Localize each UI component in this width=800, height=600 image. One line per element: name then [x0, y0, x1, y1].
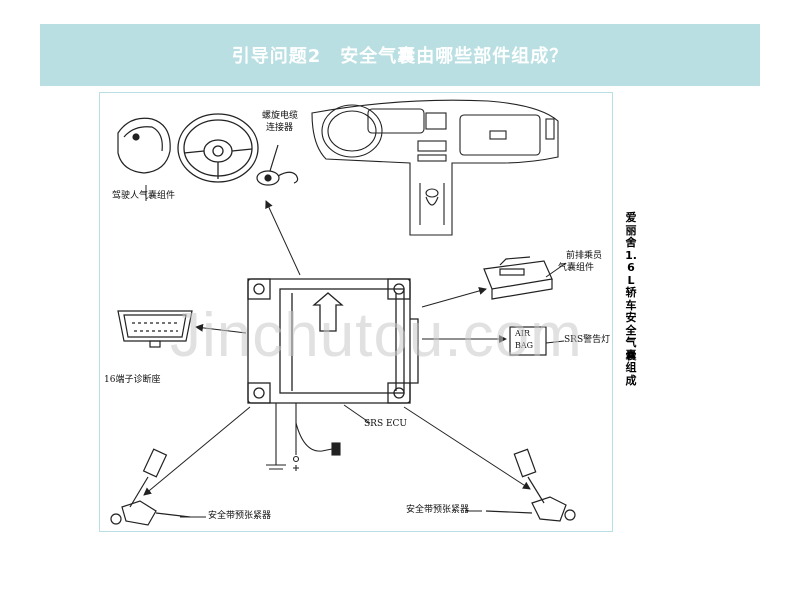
leader-passenger-airbag [545, 262, 567, 278]
leader-ecu [343, 404, 371, 424]
label-passenger-airbag-line2: 气囊组件 [558, 263, 595, 273]
label-dlc: 16端子诊断座 [104, 375, 161, 385]
lamp-text-line2: BAG [515, 341, 534, 350]
clock-spring-drawing [256, 144, 299, 186]
label-driver-airbag: 驾驶人气囊组件 [112, 191, 176, 201]
passenger-airbag-drawing [483, 256, 553, 300]
diagram-drawing [110, 99, 576, 526]
label-ecu: SRS ECU [364, 419, 408, 429]
label-right-pretensioner: 安全带预张紧器 [406, 505, 470, 515]
left-pretensioner-drawing [110, 448, 191, 526]
airbag-components-diagram: 驾驶人气囊组件 螺旋电缆 连接器 前排乘员 气囊组件 16端子诊断座 AIR B… [99, 92, 613, 532]
label-clock-spring-line1: 螺旋电缆 [262, 111, 299, 121]
side-caption: 爱丽舍1.6L轿车安全气囊组成 [625, 211, 637, 387]
arrow-to-clock-spring [265, 200, 301, 276]
arrow-to-right-pretensioner [403, 406, 531, 490]
driver-airbag-module-drawing [117, 117, 171, 174]
warning-lamp-drawing [509, 326, 547, 356]
dlc-connector-drawing [117, 310, 193, 348]
arrow-to-passenger-airbag [421, 287, 487, 308]
dashboard-drawing [311, 99, 559, 236]
arrow-to-left-pretensioner [143, 406, 251, 496]
leader-warning-lamp [545, 340, 565, 344]
steering-wheel-drawing [177, 113, 259, 183]
lamp-text-line1: AIR [515, 329, 530, 338]
title-bar: 引导问题2 安全气囊由哪些部件组成？ [40, 24, 760, 86]
connection-arrows [143, 185, 567, 518]
label-clock-spring-line2: 连接器 [266, 123, 294, 133]
srs-ecu-drawing [247, 278, 419, 404]
arrow-to-dlc [195, 323, 247, 334]
label-warning-lamp: SRS警告灯 [564, 335, 611, 345]
label-left-pretensioner: 安全带预张紧器 [208, 511, 272, 521]
right-pretensioner-drawing [485, 448, 576, 522]
label-passenger-airbag-line1: 前排乘员 [566, 251, 603, 261]
page-title: 引导问题2 安全气囊由哪些部件组成？ [231, 46, 569, 67]
ground-and-connector-drawing [266, 403, 341, 471]
